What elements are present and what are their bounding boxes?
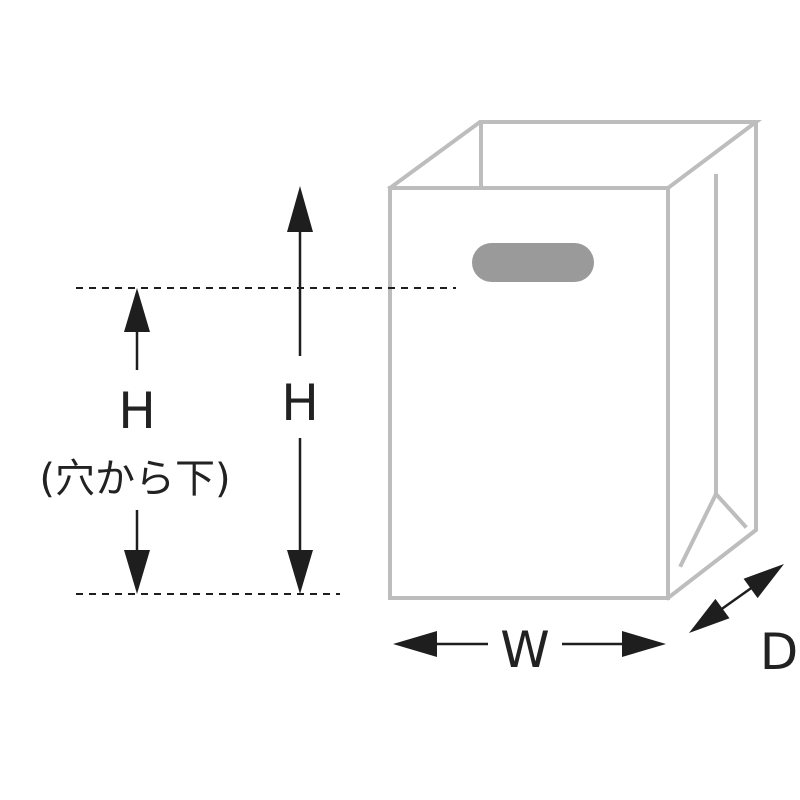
hole-height-note: (穴から下) bbox=[39, 456, 230, 502]
depth-dimension: D bbox=[689, 564, 798, 681]
bag-side-panel bbox=[665, 120, 758, 601]
total-height-label: H bbox=[281, 374, 319, 432]
width-arrow-right bbox=[622, 631, 666, 657]
bag-front-panel bbox=[388, 186, 670, 600]
total-height-dimension: H bbox=[281, 186, 319, 594]
hole-height-dimension: H (穴から下) bbox=[39, 288, 231, 594]
width-label: W bbox=[500, 621, 549, 679]
depth-arrow-front bbox=[689, 598, 730, 633]
hole-height-arrow-down bbox=[124, 550, 150, 594]
width-dimension: W bbox=[393, 621, 666, 679]
bag-top-opening bbox=[387, 120, 762, 191]
hole-height-label: H bbox=[118, 382, 156, 440]
bag-outline bbox=[387, 120, 762, 601]
bag-bottom-gusset-fold bbox=[678, 490, 748, 568]
depth-shaft bbox=[720, 586, 753, 611]
depth-label: D bbox=[760, 623, 799, 681]
width-arrow-left bbox=[393, 631, 437, 657]
total-height-arrow-up bbox=[287, 186, 313, 232]
bag-handle-hole bbox=[472, 243, 594, 282]
total-height-arrow-down bbox=[287, 550, 313, 594]
hole-height-arrow-up bbox=[124, 288, 150, 332]
depth-arrow-back bbox=[743, 564, 784, 599]
